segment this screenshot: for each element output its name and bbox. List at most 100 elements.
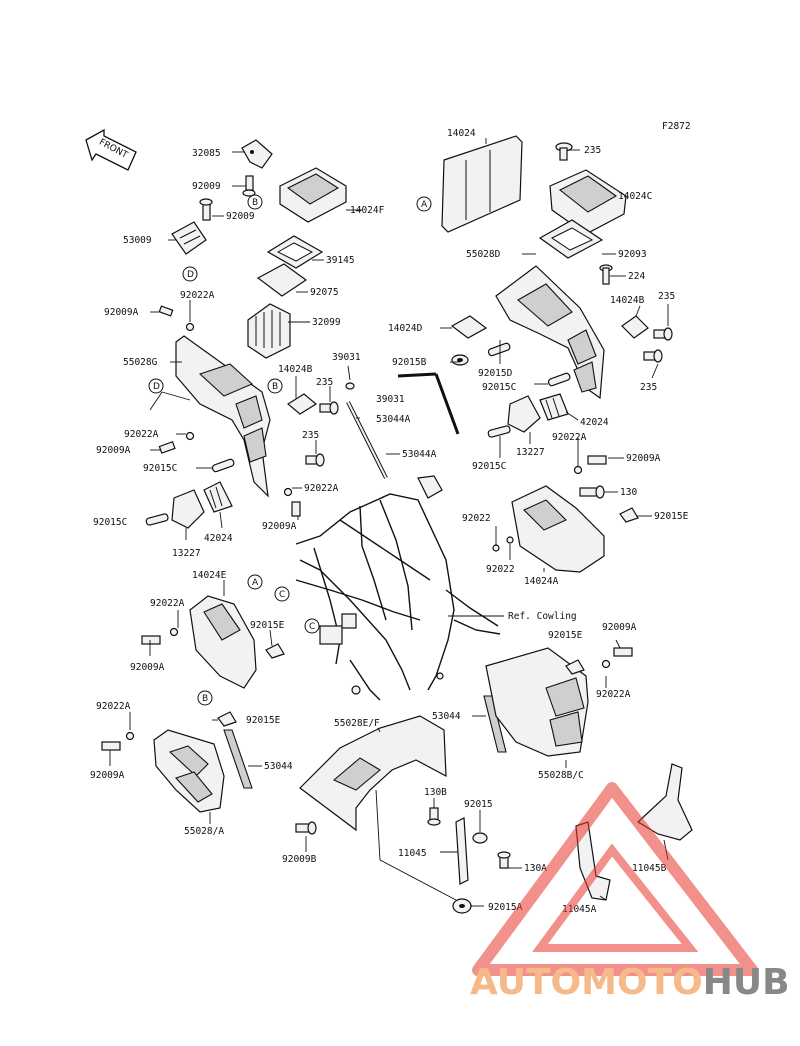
label-130B: 130B bbox=[424, 787, 447, 798]
label-13227-2: 13227 bbox=[516, 447, 545, 458]
part-235-bolt-2 bbox=[305, 453, 325, 467]
label-42024-2: 42024 bbox=[580, 417, 609, 428]
label-92022A-7: 92022A bbox=[96, 701, 131, 712]
part-92009A-bolt-4 bbox=[587, 455, 607, 465]
part-53044A-rod-shape bbox=[346, 372, 460, 479]
frame-shape bbox=[295, 475, 501, 701]
label-ref-cowling: Ref. Cowling bbox=[508, 611, 577, 622]
washer-92022A-3 bbox=[283, 487, 293, 497]
part-14024D-shape bbox=[450, 315, 488, 339]
label-53044A-1: 53044A bbox=[376, 414, 411, 425]
label-92015A: 92015A bbox=[488, 902, 523, 913]
washer-92022A-7 bbox=[601, 659, 611, 669]
part-14024F-shape bbox=[279, 167, 347, 223]
label-235-top: 235 bbox=[584, 145, 601, 156]
callout-a-2: A bbox=[247, 574, 263, 590]
label-39031-b: 39031 bbox=[376, 394, 405, 405]
label-14024A: 14024A bbox=[524, 576, 559, 587]
watermark-logo-icon bbox=[472, 782, 758, 976]
part-53009-hinge-shape bbox=[171, 221, 207, 255]
label-92015E-4: 92015E bbox=[246, 715, 281, 726]
part-11045B-bracket bbox=[637, 763, 693, 841]
label-55028D: 55028D bbox=[466, 249, 501, 260]
label-14024F: 14024F bbox=[350, 205, 385, 216]
washer-92022-2 bbox=[506, 536, 514, 544]
svg-text:B: B bbox=[252, 198, 258, 208]
part-92015C-clip-1 bbox=[211, 458, 235, 473]
label-92015C-1: 92015C bbox=[143, 463, 177, 474]
label-92009A-2: 92009A bbox=[96, 445, 131, 456]
callout-b-2: B bbox=[267, 378, 283, 394]
label-92015C-2: 92015C bbox=[93, 517, 127, 528]
label-235-3: 235 bbox=[658, 291, 675, 302]
label-92009A-1: 92009A bbox=[104, 307, 139, 318]
label-92022-2: 92022 bbox=[486, 564, 515, 575]
svg-text:D: D bbox=[187, 270, 194, 280]
part-92009B-bolt bbox=[295, 821, 317, 835]
label-130A: 130A bbox=[524, 863, 547, 874]
part-11045-bracket bbox=[455, 817, 469, 885]
part-92075-shape bbox=[256, 263, 308, 297]
label-42024-1: 42024 bbox=[204, 533, 233, 544]
label-224: 224 bbox=[628, 271, 645, 282]
label-92022A-6: 92022A bbox=[596, 689, 631, 700]
label-92015C-4: 92015C bbox=[472, 461, 506, 472]
part-55028A-shape bbox=[153, 729, 225, 813]
label-92022A-5: 92022A bbox=[150, 598, 185, 609]
part-42024-shape-1 bbox=[203, 481, 233, 513]
label-92022A-4: 92022A bbox=[552, 432, 587, 443]
label-92009A-5: 92009A bbox=[130, 662, 165, 673]
label-11045: 11045 bbox=[398, 848, 427, 859]
label-92022A-2: 92022A bbox=[124, 429, 159, 440]
part-55028EF-shape bbox=[299, 715, 447, 832]
part-39031-shape bbox=[345, 382, 355, 390]
label-92015D: 92015D bbox=[478, 368, 513, 379]
label-53044-2: 53044 bbox=[432, 711, 461, 722]
washer-92022A-5 bbox=[169, 627, 179, 637]
part-92009A-bolt-6 bbox=[101, 741, 121, 751]
label-14024: 14024 bbox=[447, 128, 476, 139]
label-92015E-1: 92015E bbox=[654, 511, 689, 522]
part-53044-strip-2 bbox=[483, 695, 507, 753]
part-55028BC-shape bbox=[485, 647, 589, 757]
part-14024C-shape bbox=[549, 169, 627, 235]
svg-text:C: C bbox=[309, 622, 315, 632]
part-32085-shape bbox=[241, 139, 273, 169]
part-92015B-shape bbox=[451, 354, 469, 366]
label-14024E: 14024E bbox=[192, 570, 227, 581]
part-92015E-clip-2 bbox=[265, 643, 285, 659]
label-32085: 32085 bbox=[192, 148, 221, 159]
part-224-bolt bbox=[599, 264, 613, 285]
label-13227-1: 13227 bbox=[172, 548, 201, 559]
part-92009-bolt-shape bbox=[242, 175, 256, 197]
part-39145-shape bbox=[266, 235, 324, 269]
label-235-2: 235 bbox=[302, 430, 319, 441]
part-130A-bolt bbox=[497, 851, 511, 869]
label-55028G: 55028G bbox=[123, 357, 158, 368]
part-130B-bolt bbox=[427, 807, 441, 826]
label-92009A-4: 92009A bbox=[626, 453, 661, 464]
front-arrow-icon: FRONT bbox=[85, 128, 137, 171]
label-55028A: 55028/A bbox=[184, 826, 224, 837]
part-92009A-bolt-3 bbox=[291, 501, 301, 517]
svg-text:A: A bbox=[252, 578, 259, 588]
part-92009A-bolt-2 bbox=[158, 441, 176, 454]
callout-b-3: B bbox=[197, 690, 213, 706]
svg-text:B: B bbox=[202, 694, 208, 704]
label-53044-1: 53044 bbox=[264, 761, 293, 772]
part-92009A-bolt-shape bbox=[158, 305, 174, 317]
watermark-word-a: AUTOMOTO bbox=[470, 962, 703, 1003]
label-92015C-3: 92015C bbox=[482, 382, 516, 393]
washer-92022A-6 bbox=[125, 731, 135, 741]
label-11045B: 11045B bbox=[632, 863, 667, 874]
part-92009-bolt2-shape bbox=[199, 198, 213, 221]
part-92015A-grommet bbox=[452, 898, 472, 914]
label-130: 130 bbox=[620, 487, 637, 498]
watermark-text: AUTOMOTOHUB bbox=[470, 962, 790, 1003]
svg-text:B: B bbox=[272, 382, 278, 392]
part-14024-shape bbox=[441, 135, 523, 233]
washer-92022A-1 bbox=[185, 322, 195, 332]
part-235-bolt-top bbox=[555, 142, 573, 161]
label-32099: 32099 bbox=[312, 317, 341, 328]
label-92093: 92093 bbox=[618, 249, 647, 260]
